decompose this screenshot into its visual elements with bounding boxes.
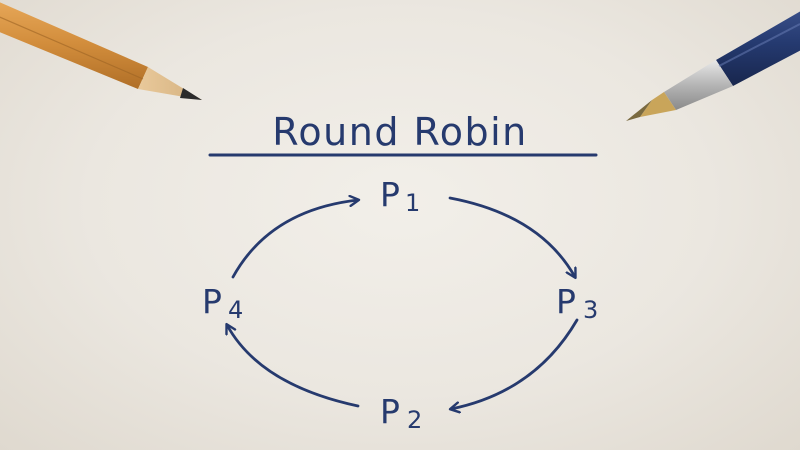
node-p2-subscript: 2: [407, 406, 422, 434]
node-p2: P 2: [380, 392, 422, 434]
node-p1: P 1: [380, 175, 420, 217]
arrow-p3-to-p2: [451, 318, 579, 409]
node-p2-letter: P: [380, 392, 400, 431]
diagram-title: Round Robin: [208, 110, 598, 157]
node-p4: P 4: [202, 282, 243, 324]
arrow-p2-to-p4: [227, 325, 360, 408]
node-p4-subscript: 4: [228, 296, 243, 324]
arrow-p1-to-p3: [448, 196, 575, 277]
title-text: Round Robin: [272, 110, 528, 154]
node-p3: P 3: [556, 282, 598, 324]
node-p1-subscript: 1: [405, 189, 420, 217]
cycle-arrows: [227, 196, 579, 409]
node-p3-letter: P: [556, 282, 576, 321]
node-p4-letter: P: [202, 282, 222, 321]
node-p3-subscript: 3: [583, 296, 598, 324]
pencil-icon: [0, 2, 202, 100]
node-p1-letter: P: [380, 175, 400, 214]
pen-icon: [626, 11, 800, 121]
arrow-p4-to-p1: [231, 200, 358, 279]
